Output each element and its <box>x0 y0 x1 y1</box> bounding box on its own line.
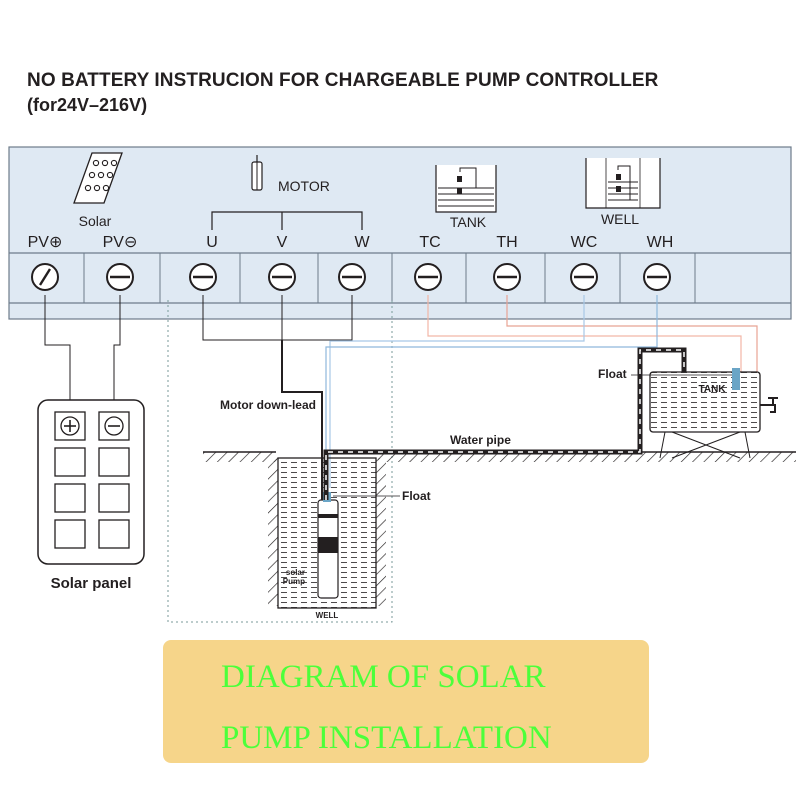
motor-bracket <box>211 211 363 230</box>
well-bottom-label: WELL <box>316 611 339 620</box>
terminal-screw <box>189 263 217 291</box>
well-icon <box>585 158 661 209</box>
page-subtitle: (for24V–216V) <box>27 95 148 115</box>
terminal-label-v: V <box>277 234 288 251</box>
banner-line-1: DIAGRAM OF SOLAR <box>221 659 546 695</box>
terminal-screws <box>31 263 671 291</box>
terminal-screw <box>414 263 442 291</box>
terminal-labels: PV⊕ PV⊖ U V W TC TH WC WH <box>28 234 674 251</box>
terminal-label-th: TH <box>496 234 517 251</box>
terminal-label-wh: WH <box>647 234 674 251</box>
terminal-label-pv-plus: PV⊕ <box>28 234 63 251</box>
solar-icon <box>73 152 123 204</box>
terminal-label-w: W <box>354 234 370 251</box>
terminal-screw <box>31 263 59 291</box>
well-label: WELL <box>601 211 639 227</box>
caption-banner: DIAGRAM OF SOLAR PUMP INSTALLATION <box>163 640 649 763</box>
solar-pump-label-1: solar <box>286 568 305 577</box>
terminal-screw <box>570 263 598 291</box>
tank-icon <box>435 165 497 213</box>
terminal-separators <box>83 253 696 303</box>
solar-pump <box>317 492 339 599</box>
terminal-screw <box>643 263 671 291</box>
terminal-label-wc: WC <box>571 234 598 251</box>
sensor-wires <box>325 295 758 488</box>
tank-label: TANK <box>450 214 487 230</box>
solar-panel-label: Solar panel <box>51 575 132 592</box>
terminal-screw <box>268 263 296 291</box>
motor-wires <box>202 295 353 341</box>
motor-label: MOTOR <box>278 178 330 194</box>
banner-line-2: PUMP INSTALLATION <box>221 720 552 756</box>
terminal-screw <box>493 263 521 291</box>
minus-icon <box>104 416 124 436</box>
terminal-screw <box>106 263 134 291</box>
water-tank <box>649 368 778 459</box>
tank-body-label: TANK <box>698 384 726 395</box>
controller-panel <box>8 146 792 320</box>
float-well-label: Float <box>402 489 431 503</box>
motor-icon <box>251 155 263 191</box>
water-pipe-inner <box>325 349 685 500</box>
solar-label: Solar <box>79 213 112 229</box>
solar-panel-wires <box>44 295 121 413</box>
motor-down-lead-label: Motor down-lead <box>220 398 316 412</box>
terminal-label-tc: TC <box>419 234 440 251</box>
terminal-label-u: U <box>206 234 218 251</box>
solar-pump-label-2: Pump <box>283 577 305 586</box>
page-title: NO BATTERY INSTRUCION FOR CHARGEABLE PUM… <box>27 70 659 91</box>
solar-panel <box>37 399 145 565</box>
plus-icon <box>60 416 80 436</box>
terminal-label-pv-minus: PV⊖ <box>103 234 138 251</box>
water-pipe-label: Water pipe <box>450 433 511 447</box>
float-tank-label: Float <box>598 367 627 381</box>
terminal-screw <box>338 263 366 291</box>
